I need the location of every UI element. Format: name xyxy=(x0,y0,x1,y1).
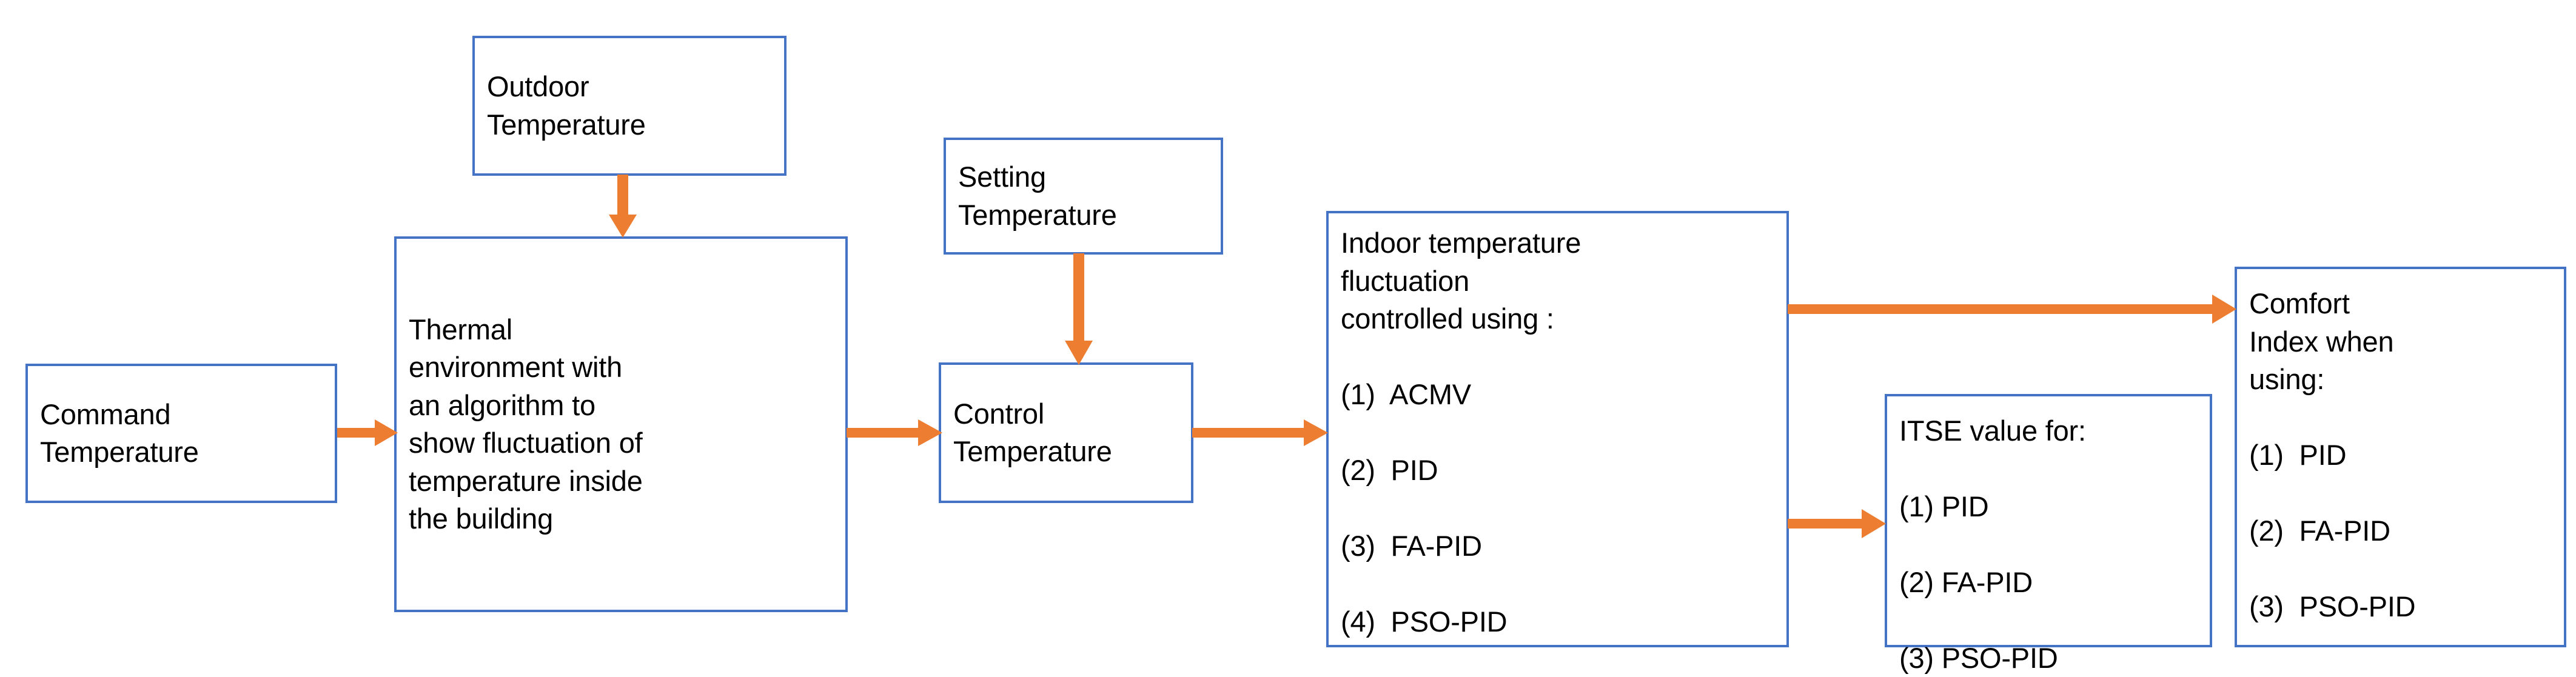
node-outdoor-temperature-line-1: Outdoor xyxy=(487,70,589,102)
arrow-indoor-to-comfort xyxy=(1788,291,2239,327)
node-itse-value-line-1: ITSE value for: xyxy=(1899,415,2086,447)
list-item: (2) FA-PID xyxy=(1899,566,2033,598)
arrow-command-to-thermal xyxy=(337,415,400,451)
node-indoor-fluctuation[interactable]: Indoor temperature fluctuation controlle… xyxy=(1326,211,1789,647)
node-control-temperature-line-1: Control xyxy=(953,397,1045,430)
node-indoor-fluctuation-line-1: Indoor temperature xyxy=(1341,227,1581,259)
list-item: (1) PID xyxy=(2249,439,2347,471)
node-command-temperature-line-2: Temperature xyxy=(40,436,199,468)
node-control-temperature[interactable]: Control Temperature xyxy=(939,362,1193,503)
node-comfort-index-line-1: Comfort xyxy=(2249,287,2350,319)
node-thermal-environment-line-3: an algorithm to xyxy=(409,389,595,421)
node-thermal-environment-line-4: show fluctuation of xyxy=(409,427,643,459)
node-thermal-environment-line-6: the building xyxy=(409,502,554,535)
node-indoor-fluctuation-list: (1) ACMV (2) PID (3) FA-PID (4) PSO-PID xyxy=(1341,338,1776,677)
node-indoor-fluctuation-line-3: controlled using : xyxy=(1341,302,1554,335)
node-comfort-index-list: (1) PID (2) FA-PID (3) PSO-PID xyxy=(2249,399,2553,664)
node-thermal-environment[interactable]: Thermal environment with an algorithm to… xyxy=(394,236,848,612)
arrow-outdoor-to-thermal xyxy=(604,175,642,240)
node-setting-temperature-line-2: Temperature xyxy=(958,198,1117,231)
list-item: (1) ACMV xyxy=(1341,378,1471,410)
list-item: (2) PID xyxy=(1341,454,1438,486)
node-thermal-environment-line-5: temperature inside xyxy=(409,464,643,497)
node-thermal-environment-line-2: environment with xyxy=(409,351,623,383)
arrow-setting-to-control xyxy=(1060,253,1098,367)
node-comfort-index[interactable]: Comfort Index when using: (1) PID (2) FA… xyxy=(2235,267,2566,647)
node-outdoor-temperature-line-2: Temperature xyxy=(487,108,646,141)
node-itse-value-list: (1) PID (2) FA-PID (3) PSO-PID xyxy=(1899,450,2199,677)
node-command-temperature[interactable]: Command Temperature xyxy=(25,364,337,503)
list-item: (3) PSO-PID xyxy=(2249,590,2416,622)
node-thermal-environment-line-1: Thermal xyxy=(409,313,512,345)
node-setting-temperature[interactable]: Setting Temperature xyxy=(944,138,1223,255)
node-itse-value[interactable]: ITSE value for: (1) PID (2) FA-PID (3) P… xyxy=(1885,394,2212,674)
node-comfort-index-line-2: Index when xyxy=(2249,325,2394,358)
list-item: (2) FA-PID xyxy=(2249,515,2390,547)
arrow-control-to-indoor xyxy=(1192,415,1330,451)
list-item: (3) PSO-PID xyxy=(1899,642,2058,674)
node-setting-temperature-line-1: Setting xyxy=(958,161,1046,193)
arrow-thermal-to-control xyxy=(847,415,945,451)
node-control-temperature-line-2: Temperature xyxy=(953,435,1112,467)
list-item: (4) PSO-PID xyxy=(1341,605,1508,638)
arrow-indoor-to-itse xyxy=(1788,505,1888,542)
node-outdoor-temperature[interactable]: Outdoor Temperature xyxy=(472,36,787,176)
node-comfort-index-line-3: using: xyxy=(2249,363,2325,395)
list-item: (1) PID xyxy=(1899,490,1989,522)
node-indoor-fluctuation-line-2: fluctuation xyxy=(1341,264,1470,297)
node-command-temperature-line-1: Command xyxy=(40,398,171,430)
list-item: (3) FA-PID xyxy=(1341,530,1482,562)
